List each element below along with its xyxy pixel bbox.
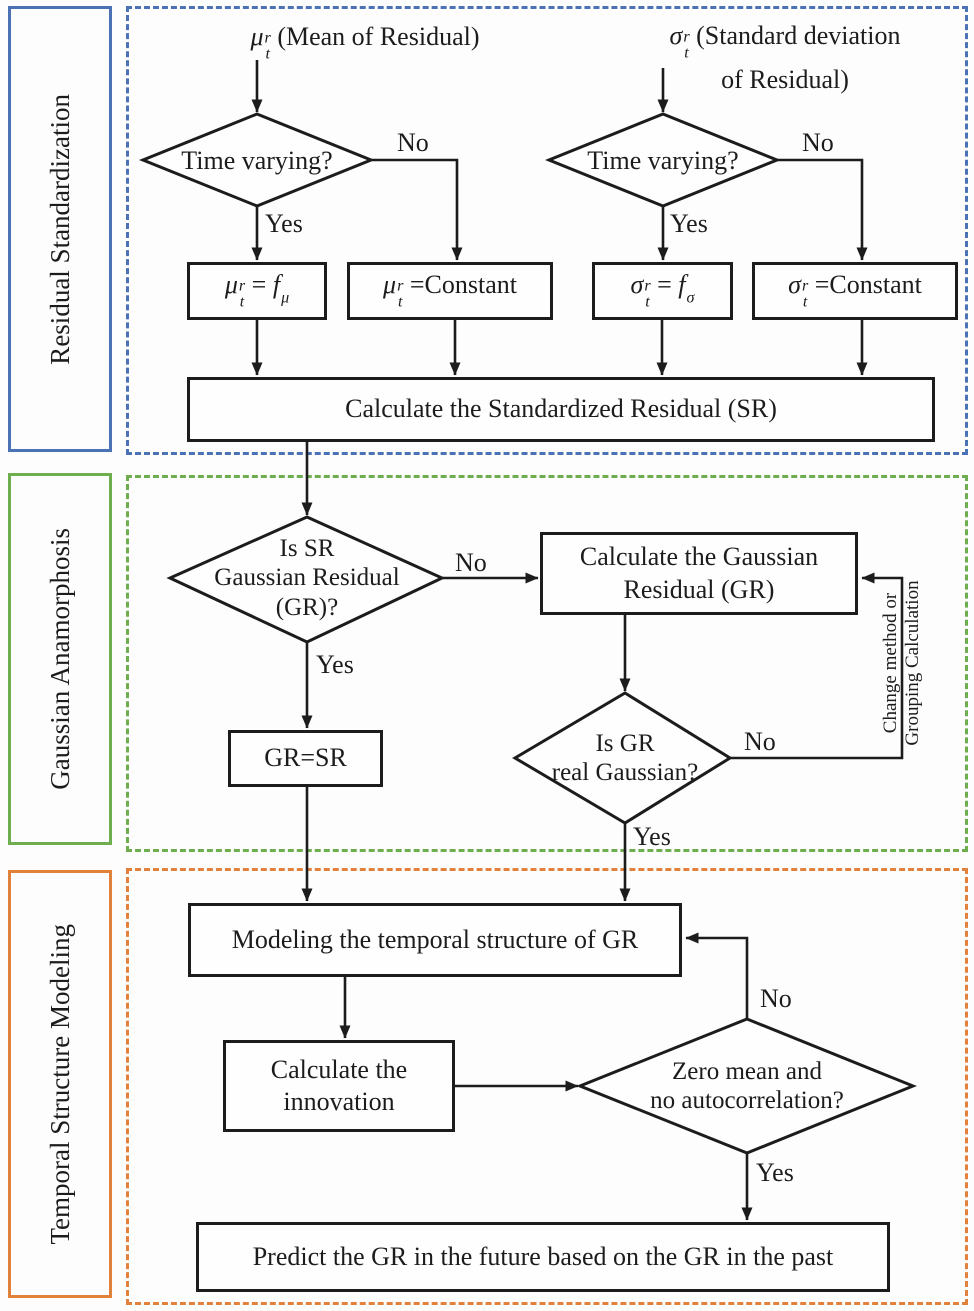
edge-mu-no <box>371 158 463 261</box>
decision-text-time-varying-mu: Time varying? <box>181 145 333 175</box>
box-predict-gr: Predict the GR in the future based on th… <box>196 1222 890 1292</box>
edge-label-no-sr: No <box>455 548 487 577</box>
section-label-frame-gaussian <box>8 473 112 845</box>
box-modeling-temporal: Modeling the temporal structure of GR <box>188 903 682 977</box>
decision-time-varying-sigma <box>544 112 782 208</box>
box-gr-equals-sr: GR=SR <box>228 730 383 787</box>
edge-label-yes-mu: Yes <box>265 209 303 238</box>
box-calculate-sr: Calculate the Standardized Residual (SR) <box>187 377 935 442</box>
section-label-frame-residual <box>8 6 112 452</box>
edge-label-no-sigma: No <box>802 128 834 157</box>
decision-is-gr-real-gaussian <box>512 691 733 825</box>
edge-zeromean-no-feedback <box>685 932 749 1019</box>
edge-label-yes-sigma: Yes <box>670 209 708 238</box>
edge-label-yes-zero: Yes <box>756 1158 794 1187</box>
edge-sigma-no <box>777 158 868 261</box>
decision-is-sr-gaussian <box>166 515 446 644</box>
edge-isgr-no-feedback <box>730 572 904 760</box>
section-title-temporal: Temporal Structure Modeling <box>44 923 75 1245</box>
section-label-frame-temporal <box>8 870 112 1298</box>
edge-label-yes-gr: Yes <box>633 822 671 851</box>
section-frame-gaussian <box>126 475 968 852</box>
decision-time-varying-mu <box>138 112 376 208</box>
edge-label-no-gr: No <box>744 727 776 756</box>
decision-zero-mean <box>575 1017 918 1155</box>
section-title-residual: Residual Standardization <box>44 93 75 365</box>
decision-text-time-varying-sigma: Time varying? <box>587 145 739 175</box>
edge-label-no-mu: No <box>397 128 429 157</box>
edge-label-no-zero: No <box>760 984 792 1013</box>
section-frame-temporal <box>126 868 968 1305</box>
section-frame-residual <box>126 6 968 455</box>
edge-label-yes-sr: Yes <box>316 650 354 679</box>
section-title-gaussian: Gaussian Anamorphosis <box>44 528 75 790</box>
